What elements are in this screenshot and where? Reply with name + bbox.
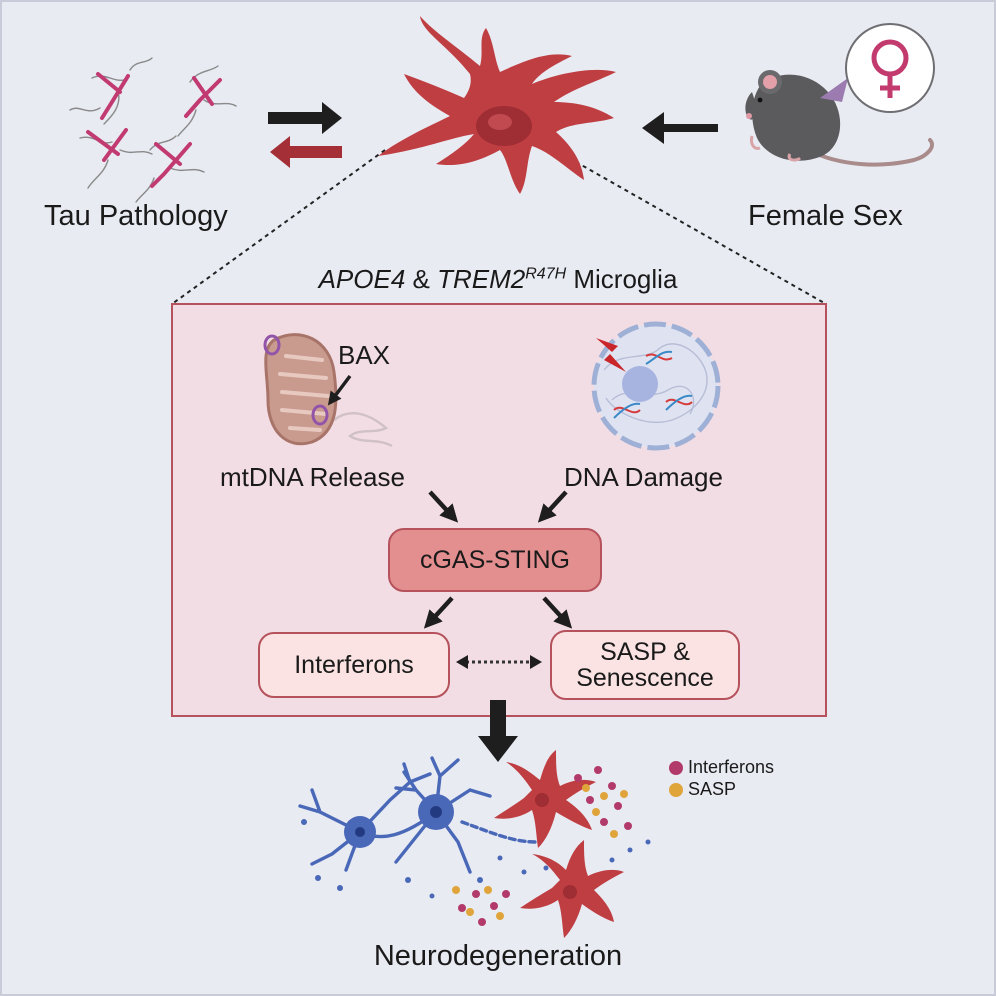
cytokine-particles-icon: [452, 766, 632, 926]
arrow-down-icon: [478, 700, 518, 762]
microglia-genotype-title: APOE4 & TREM2R47H Microglia: [0, 264, 996, 295]
tau-fibril-icon: [69, 57, 237, 203]
arrow-dna-to-cgas: [537, 490, 568, 523]
bax-label: BAX: [338, 340, 391, 370]
mitochondrion-icon: [263, 333, 393, 448]
legend-label-sasp: SASP: [688, 779, 737, 799]
arrow-cgas-to-sasp: [542, 596, 573, 629]
legend-label-interferons: Interferons: [688, 757, 775, 777]
dna-helix-icon: [613, 350, 693, 419]
legend-swatch-interferons: [669, 761, 683, 775]
exchange-arrows: [268, 102, 342, 168]
neurodegeneration-label: Neurodegeneration: [373, 940, 623, 972]
sasp-senescence-node: SASP & Senescence: [550, 630, 740, 700]
bidirectional-arrow-icon: [456, 655, 542, 669]
trem2-label: TREM2R47H: [437, 264, 566, 294]
bax-arrow-icon: [327, 374, 352, 406]
tau-pathology-label: Tau Pathology: [44, 200, 228, 232]
microglia-label: Microglia: [573, 264, 678, 294]
mouse-icon: [745, 70, 934, 167]
arrow-right-icon: [268, 102, 342, 134]
dna-damage-label: DNA Damage: [564, 462, 723, 492]
cgas-sting-node: cGAS-STING: [388, 528, 602, 592]
microglia-icon: [378, 16, 616, 194]
ampersand-label: &: [412, 264, 430, 294]
trem2-gene: TREM2: [437, 264, 526, 294]
female-sex-label: Female Sex: [748, 200, 903, 232]
apoe4-label: APOE4: [318, 264, 406, 294]
interferons-node: Interferons: [258, 632, 450, 698]
female-symbol-icon: [820, 23, 935, 113]
pathway-arrows: [423, 490, 573, 629]
sasp-line-1: SASP &: [600, 637, 690, 666]
reactive-microglia-icon: [494, 750, 624, 938]
nucleus-icon: [591, 321, 721, 451]
zoom-line-right: [554, 149, 827, 305]
arrow-left-icon: [270, 136, 342, 168]
arrow-mtdna-to-cgas: [428, 490, 459, 523]
mtdna-release-label: mtDNA Release: [220, 462, 405, 492]
trem2-variant: R47H: [525, 265, 567, 283]
arrow-cgas-to-interferons: [423, 596, 454, 629]
sasp-line-2: Senescence: [576, 664, 714, 692]
arrow-left-from-mouse-icon: [642, 112, 718, 144]
legend-swatch-sasp: [669, 783, 683, 797]
zoom-line-left: [171, 149, 386, 305]
lightning-icon: [596, 338, 626, 372]
